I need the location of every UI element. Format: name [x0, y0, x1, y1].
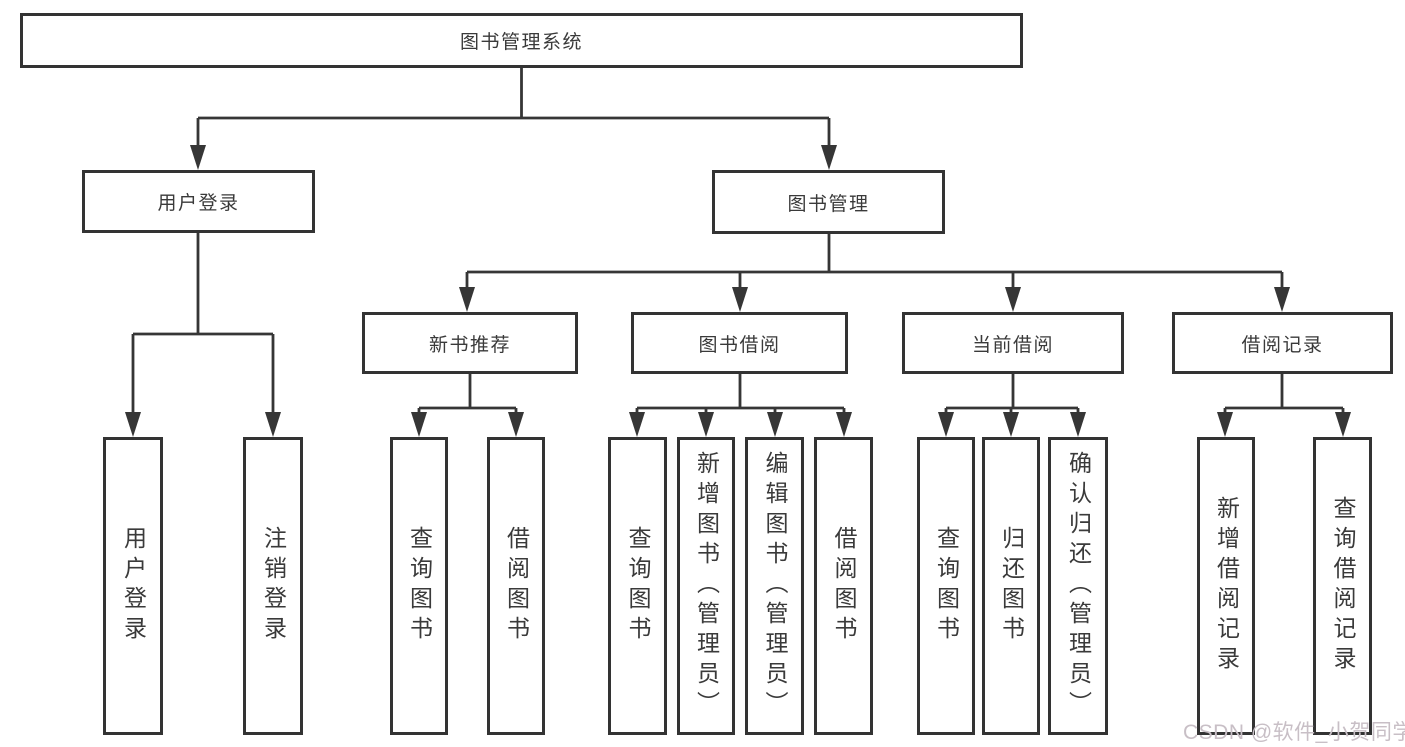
node-borrow-records-label: 借阅记录 [1241, 334, 1324, 356]
node-book-borrow: 图书借阅 [631, 312, 848, 374]
leaf-user-login-label: 用户登录 [120, 526, 147, 646]
leaf-current-query: 查询图书 [917, 437, 975, 735]
leaf-borrow-edit-admin: 编辑图书（管理员） [745, 437, 804, 735]
leaf-records-query: 查询借阅记录 [1313, 437, 1372, 735]
leaf-newbook-borrow-label: 借阅图书 [503, 526, 530, 646]
leaf-logout: 注销登录 [243, 437, 303, 735]
leaf-logout-label: 注销登录 [260, 526, 287, 646]
node-book-management-label: 图书管理 [787, 193, 870, 215]
node-new-book-recommend: 新书推荐 [362, 312, 578, 374]
leaf-current-return-label: 归还图书 [998, 526, 1025, 646]
leaf-borrow-query-label: 查询图书 [625, 526, 651, 646]
leaf-current-confirm-admin-label: 确认归还（管理员） [1065, 451, 1092, 721]
node-root-label: 图书管理系统 [459, 32, 583, 53]
leaf-records-add-label: 新增借阅记录 [1213, 496, 1240, 676]
leaf-records-add: 新增借阅记录 [1197, 437, 1255, 735]
node-root: 图书管理系统 [20, 13, 1023, 68]
leaf-newbook-query: 查询图书 [390, 437, 448, 735]
leaf-newbook-query-label: 查询图书 [406, 526, 433, 646]
leaf-borrow-borrow: 借阅图书 [814, 437, 873, 735]
node-book-borrow-label: 图书借阅 [698, 334, 781, 356]
node-current-borrow-label: 当前借阅 [971, 334, 1054, 356]
node-borrow-records: 借阅记录 [1172, 312, 1393, 374]
leaf-borrow-borrow-label: 借阅图书 [831, 526, 857, 646]
node-user-login-label: 用户登录 [157, 193, 240, 214]
leaf-borrow-add-admin-label: 新增图书（管理员） [693, 451, 720, 721]
leaf-current-confirm-admin: 确认归还（管理员） [1048, 437, 1108, 735]
node-current-borrow: 当前借阅 [902, 312, 1124, 374]
leaf-borrow-add-admin: 新增图书（管理员） [677, 437, 735, 735]
arrowhead-icons [125, 145, 1351, 437]
leaf-records-query-label: 查询借阅记录 [1330, 496, 1356, 676]
node-book-management: 图书管理 [712, 170, 945, 234]
leaf-current-return: 归还图书 [982, 437, 1040, 735]
node-user-login: 用户登录 [82, 170, 315, 233]
leaf-current-query-label: 查询图书 [933, 526, 960, 646]
leaf-newbook-borrow: 借阅图书 [487, 437, 545, 735]
csdn-watermark: CSDN @软件_小贺同学 [1183, 721, 1405, 744]
leaf-borrow-edit-admin-label: 编辑图书（管理员） [762, 451, 788, 721]
leaf-user-login: 用户登录 [103, 437, 163, 735]
node-new-book-recommend-label: 新书推荐 [428, 334, 511, 356]
leaf-borrow-query: 查询图书 [608, 437, 667, 735]
